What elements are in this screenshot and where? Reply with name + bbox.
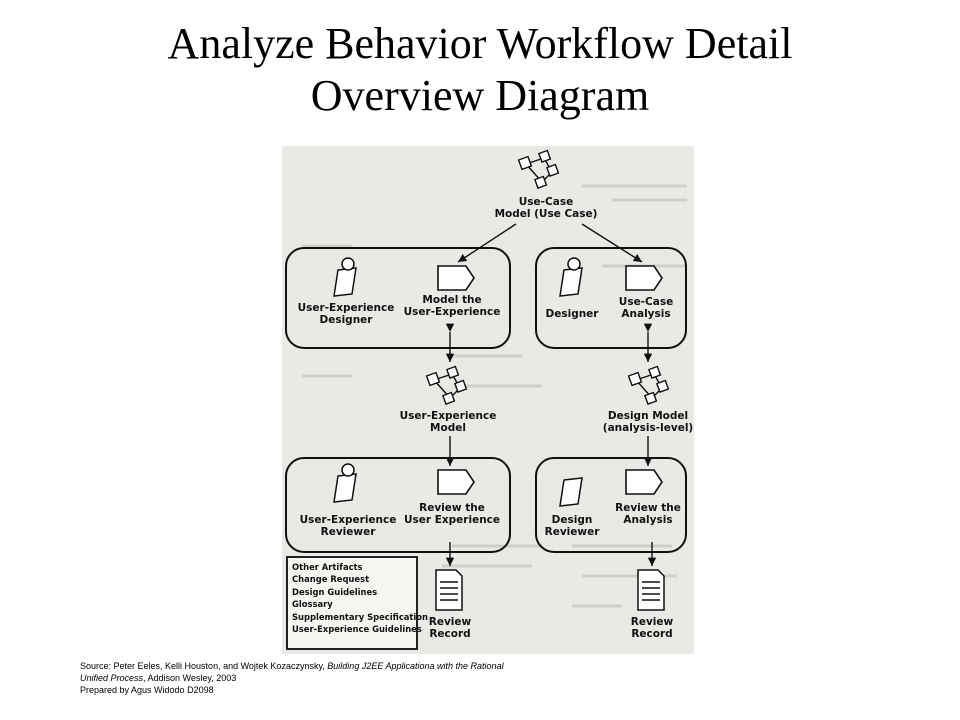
other-artifacts-heading: Other Artifacts bbox=[292, 562, 363, 572]
activity-icon bbox=[437, 469, 475, 495]
source-line-1: Source: Peter Eeles, Kelli Houston, and … bbox=[80, 660, 840, 672]
source-prefix: Source: Peter Eeles, Kelli Houston, and … bbox=[80, 661, 328, 671]
page-title: Analyze Behavior Workflow Detail Overvie… bbox=[0, 18, 960, 122]
arrow-usecase-to-analysis bbox=[581, 223, 643, 263]
artifact-item: Change Request bbox=[292, 574, 370, 585]
worker-icon bbox=[559, 257, 583, 297]
source-prepared-by: Prepared by Agus Widodo D2098 bbox=[80, 685, 214, 695]
worker-icon bbox=[559, 477, 583, 507]
group-box-ux-review bbox=[285, 457, 511, 553]
arrow-usecase-to-model-ux bbox=[457, 223, 517, 263]
source-book-title-part2: Unified Process bbox=[80, 673, 144, 683]
source-suffix: , Addison Wesley, 2003 bbox=[143, 673, 237, 683]
group-box-analysis-review bbox=[535, 457, 687, 553]
document-icon bbox=[637, 569, 665, 611]
worker-icon bbox=[333, 463, 357, 503]
artifact-item: Design Guidelines bbox=[292, 586, 378, 597]
group-box-use-case-analysis bbox=[535, 247, 687, 349]
artifact-item: Supplementary Specification bbox=[292, 611, 429, 622]
label-design-model: Design Model(analysis-level) bbox=[602, 410, 694, 434]
artifact-item: Glossary bbox=[292, 599, 333, 610]
background-text-lines bbox=[302, 184, 687, 608]
activity-icon bbox=[625, 469, 663, 495]
diagram-graphics bbox=[285, 149, 687, 611]
source-book-title-part1: Building J2EE Applicationa with the Rati… bbox=[327, 661, 504, 671]
title-line-1: Analyze Behavior Workflow Detail bbox=[167, 19, 793, 68]
source-line-2: Unified Process, Addison Wesley, 2003 bbox=[80, 672, 840, 684]
group-box-ux-model bbox=[285, 247, 511, 349]
model-icon bbox=[517, 149, 560, 189]
artifact-item: User-Experience Guidelines bbox=[292, 624, 422, 635]
worker-icon bbox=[333, 257, 357, 297]
model-icon bbox=[627, 365, 670, 405]
activity-icon bbox=[437, 265, 475, 291]
source-citation: Source: Peter Eeles, Kelli Houston, and … bbox=[80, 660, 840, 696]
other-artifacts-box: Other Artifacts Change Request Design Gu… bbox=[286, 556, 429, 650]
activity-icon bbox=[625, 265, 663, 291]
document-icon bbox=[435, 569, 463, 611]
label-designer: Designer bbox=[545, 308, 599, 320]
title-line-2: Overview Diagram bbox=[310, 71, 650, 120]
flow-arrows bbox=[445, 223, 657, 566]
model-icon bbox=[425, 365, 468, 405]
